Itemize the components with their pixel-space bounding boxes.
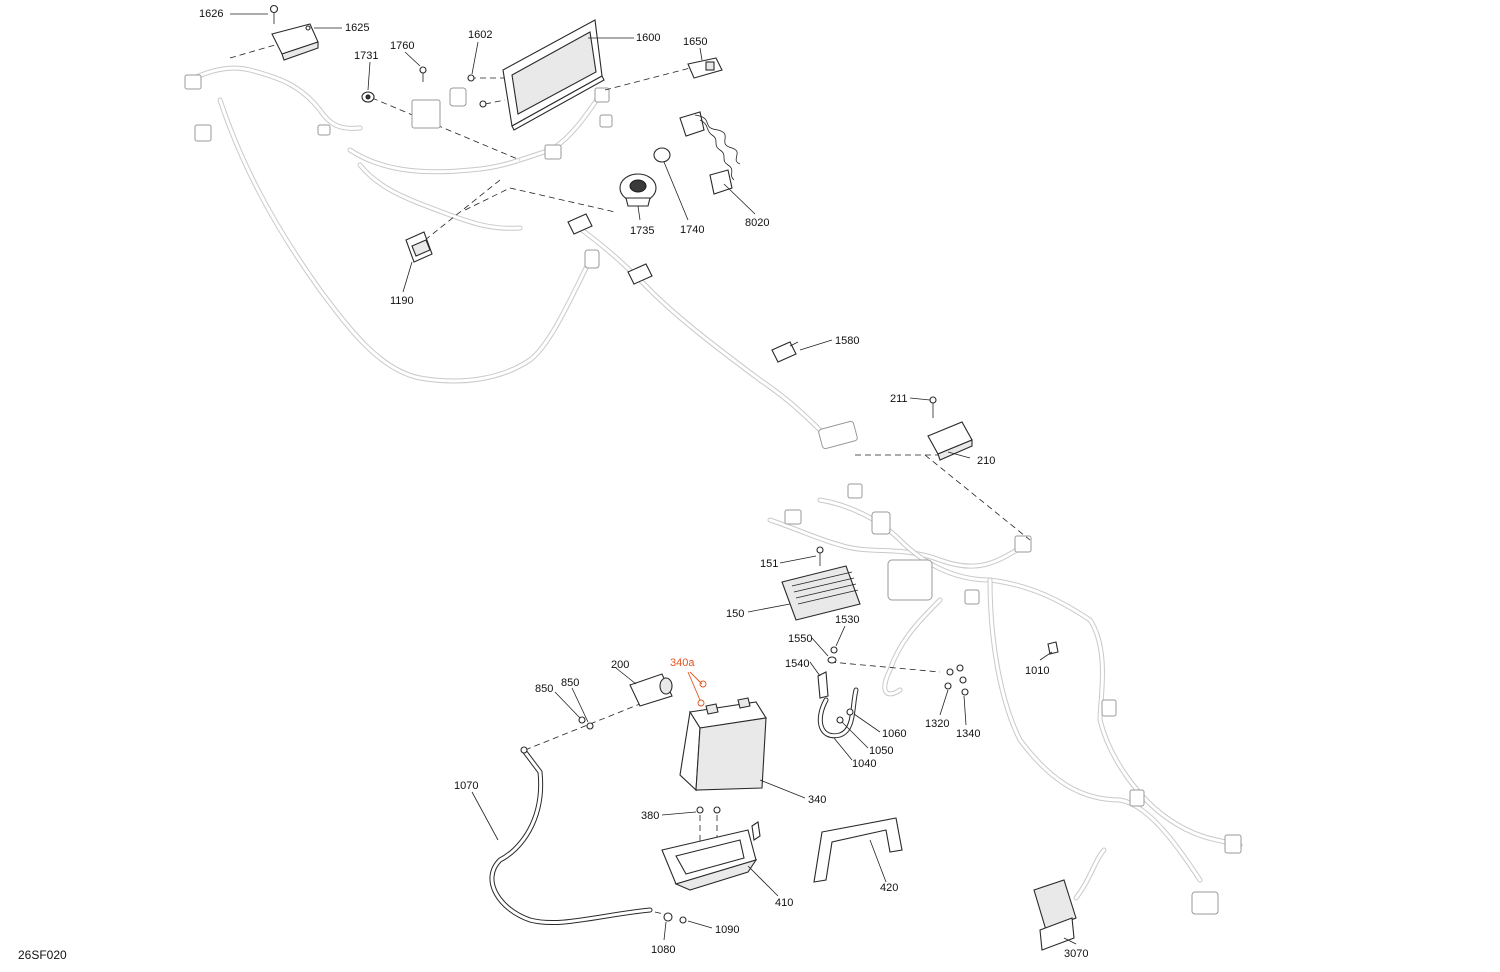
clip-1580 (771, 341, 799, 363)
upper-wiring-harness (184, 65, 858, 450)
label-1740: 1740 (680, 224, 704, 236)
fasteners-1320 (944, 668, 954, 690)
washer-1090 (679, 916, 687, 924)
nut-850-a (578, 716, 586, 724)
screw-1060 (846, 708, 854, 716)
label-8020: 8020 (745, 217, 769, 229)
clip-upper-2 (627, 263, 653, 285)
screw-380 (696, 806, 721, 814)
label-1080: 1080 (651, 944, 675, 956)
screw-211 (929, 396, 937, 418)
lower-wiring-harness (767, 483, 1243, 915)
label-1060: 1060 (882, 728, 906, 740)
label-210: 210 (977, 455, 995, 467)
connector-1190 (405, 231, 433, 263)
label-1190: 1190 (390, 295, 414, 307)
label-200: 200 (611, 659, 629, 671)
assembly-dashed-lines (229, 44, 1031, 916)
label-380: 380 (641, 810, 659, 822)
label-1540: 1540 (785, 658, 809, 670)
screw-1760 (419, 66, 427, 82)
label-150: 150 (726, 608, 744, 620)
label-850-b: 850 (561, 677, 579, 689)
cable-1040 (817, 687, 859, 739)
regulator-150 (781, 565, 861, 621)
socket-1735 (619, 173, 657, 207)
label-1040: 1040 (852, 758, 876, 770)
label-1625: 1625 (345, 22, 369, 34)
cable-1070 (489, 746, 653, 926)
label-1090: 1090 (715, 924, 739, 936)
label-1530: 1530 (835, 614, 859, 626)
label-340: 340 (808, 794, 826, 806)
connector-1650 (687, 57, 723, 79)
diagram-code: 26SF020 (18, 948, 67, 962)
clip-upper-1 (567, 213, 593, 235)
nut-850-b (586, 722, 594, 730)
label-1731: 1731 (354, 50, 378, 62)
leader-lines (230, 13, 1077, 945)
label-1735: 1735 (630, 225, 654, 237)
module-1625 (271, 23, 319, 61)
nut-1731 (361, 91, 375, 103)
label-1760: 1760 (390, 40, 414, 52)
display-1600 (502, 19, 605, 131)
battery-tray-410 (661, 821, 761, 891)
horn-3070 (1033, 847, 1107, 951)
coiled-cord-8020 (679, 111, 741, 195)
label-1650: 1650 (683, 36, 707, 48)
label-1050: 1050 (869, 745, 893, 757)
cap-1740 (653, 147, 671, 163)
label-1010: 1010 (1025, 665, 1049, 677)
strap-420 (813, 817, 903, 883)
label-211: 211 (890, 393, 908, 405)
terminal-1540 (817, 671, 829, 699)
fasteners-1340 (956, 664, 969, 696)
relay (411, 87, 467, 129)
label-3070: 3070 (1064, 948, 1088, 960)
label-151: 151 (760, 558, 778, 570)
screw-1626 (269, 4, 279, 24)
washer-1550 (827, 656, 837, 664)
label-1320: 1320 (925, 718, 949, 730)
label-1580: 1580 (835, 335, 859, 347)
label-1626: 1626 (199, 8, 223, 20)
solenoid-200 (629, 673, 673, 707)
nut-1080 (663, 912, 673, 922)
screw-1530 (830, 646, 838, 654)
label-420: 420 (880, 882, 898, 894)
label-1550: 1550 (788, 633, 812, 645)
label-1340: 1340 (956, 728, 980, 740)
fastener-340a (697, 680, 707, 707)
screw-1602 (467, 74, 487, 108)
battery-340 (679, 697, 767, 792)
label-340a: 340a (670, 657, 695, 669)
fastener-1010 (1047, 641, 1059, 655)
label-410: 410 (775, 897, 793, 909)
screw-151 (816, 546, 824, 566)
label-850-a: 850 (535, 683, 553, 695)
part-number-labels: 1626 1625 1602 1600 1650 1731 1760 1735 … (199, 8, 1088, 960)
nut-1050 (836, 716, 844, 724)
label-1070: 1070 (454, 780, 478, 792)
label-1600: 1600 (636, 32, 660, 44)
module-210 (927, 421, 973, 461)
label-1602: 1602 (468, 29, 492, 41)
